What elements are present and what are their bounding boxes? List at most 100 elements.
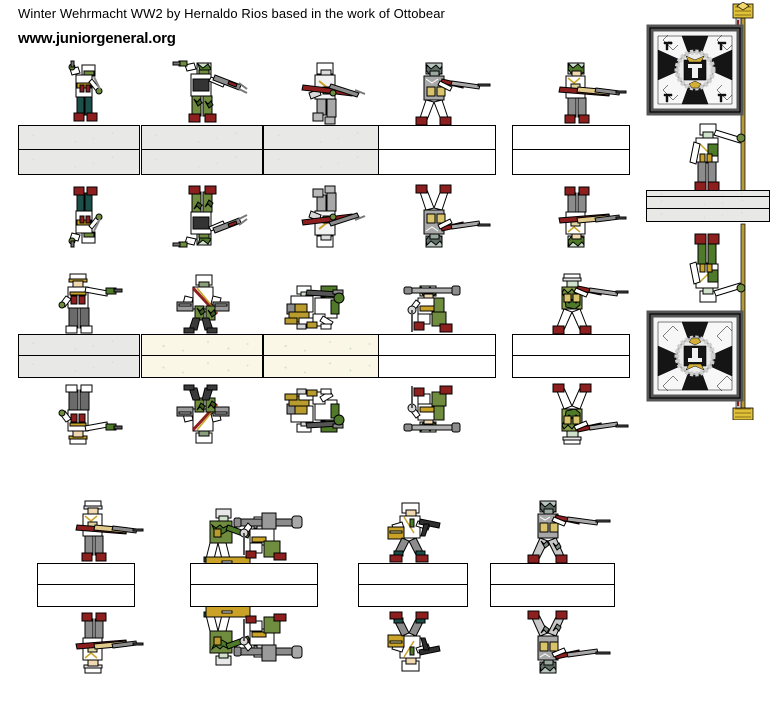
figure-upright xyxy=(159,55,254,135)
figure-upright xyxy=(40,268,140,340)
unit-smg-gunner-advancing[interactable] xyxy=(358,495,468,675)
unit-rifleman-splinter-camo-firing[interactable] xyxy=(490,495,615,675)
base-top-half xyxy=(379,126,495,150)
bearer-figure xyxy=(689,233,746,303)
unit-ammo-bearer-walking[interactable] xyxy=(141,268,263,444)
wehrmacht-regimental-colour-flag xyxy=(646,310,744,402)
gold-eagle-finial-icon xyxy=(732,1,754,19)
base-top-half xyxy=(513,126,629,150)
figure-mirrored xyxy=(40,378,140,450)
fold-base xyxy=(18,334,140,378)
base-bottom-half xyxy=(264,150,384,174)
figure-upright xyxy=(163,270,258,340)
base-bottom-half xyxy=(359,585,467,606)
base-top-half xyxy=(513,335,629,356)
fold-base xyxy=(141,125,263,175)
figure-upright xyxy=(57,495,152,567)
base-top-half xyxy=(38,564,134,585)
figure-mirrored xyxy=(285,175,380,253)
unit-officer-with-pistol[interactable] xyxy=(18,268,140,445)
figure-upright xyxy=(534,268,634,340)
base-top-half xyxy=(191,564,317,585)
unit-officer-grenade-thrower[interactable] xyxy=(18,55,140,250)
swastika-corner-emblem xyxy=(662,325,733,392)
base-top-half xyxy=(142,335,262,356)
base-top-half xyxy=(491,564,614,585)
figure-upright xyxy=(192,499,322,567)
base-bottom-half xyxy=(379,356,495,377)
base-bottom-half xyxy=(142,356,262,377)
unit-grenadier-with-mg[interactable] xyxy=(141,55,263,250)
figure-mirrored xyxy=(277,378,387,444)
figure-upright xyxy=(285,57,380,135)
base-top-half xyxy=(647,197,769,209)
fold-base xyxy=(263,334,385,378)
figure-mirrored xyxy=(510,607,615,679)
unit-panzerschreck-gunner-kneeling[interactable] xyxy=(378,268,496,438)
figure-mirrored xyxy=(159,173,254,253)
figure-upright xyxy=(396,57,496,135)
figure-mirrored xyxy=(538,175,638,253)
figure-mirrored xyxy=(374,607,474,677)
wehrmacht-regimental-colour-flag xyxy=(646,24,744,116)
fold-base xyxy=(490,563,615,607)
base-bottom-half xyxy=(491,585,614,606)
figure-upright xyxy=(277,274,387,340)
base-bottom-half xyxy=(142,150,262,174)
figure-mirrored xyxy=(163,378,258,448)
base-bottom-half xyxy=(191,585,317,606)
figure-mirrored xyxy=(192,607,322,675)
figure-mirrored xyxy=(388,378,488,438)
figure-upright xyxy=(374,497,474,567)
figure-upright xyxy=(538,57,638,135)
fold-base xyxy=(141,334,263,378)
base-top-half xyxy=(142,126,262,150)
base-bottom-half xyxy=(513,150,629,174)
unit-rifleman-camo-smock-firing[interactable] xyxy=(512,268,630,445)
fold-base xyxy=(378,125,496,175)
wreath-and-eagle-emblem xyxy=(674,335,716,377)
unit-machinegun-team[interactable] xyxy=(263,268,385,438)
unit-rifleman-advancing[interactable] xyxy=(263,55,385,250)
fold-base xyxy=(512,125,630,175)
base-bottom-half xyxy=(513,356,629,377)
base-top-half xyxy=(264,126,384,150)
figure-mirrored xyxy=(396,175,496,253)
base-top-half xyxy=(379,335,495,356)
figure-upright xyxy=(510,495,615,567)
fold-base xyxy=(378,334,496,378)
base-top-half xyxy=(359,564,467,585)
base-bottom-half xyxy=(19,356,139,377)
figure-upright xyxy=(40,55,120,135)
base-bottom-half xyxy=(264,356,384,377)
fold-base xyxy=(263,125,385,175)
base-bottom-half xyxy=(19,150,139,174)
base-bottom-half xyxy=(379,150,495,174)
figure-mirrored xyxy=(40,173,120,253)
base-top-half xyxy=(19,126,139,150)
base-top-half xyxy=(264,335,384,356)
unit-rifleman-standing-cap[interactable] xyxy=(37,495,144,675)
figure-mirrored xyxy=(534,378,634,450)
base-bottom-half xyxy=(647,209,769,221)
bearer-figure xyxy=(689,123,746,193)
unit-rifleman-firing-standing[interactable] xyxy=(378,55,496,250)
fold-base xyxy=(18,125,140,175)
fold-base xyxy=(512,334,630,378)
sheet-title: Winter Wehrmacht WW2 by Hernaldo Rios ba… xyxy=(18,6,445,21)
unit-standard-bearer-upright[interactable] xyxy=(638,1,777,210)
base-top-half xyxy=(19,335,139,356)
fold-base xyxy=(37,563,135,607)
unit-standard-bearer-mirrored[interactable] xyxy=(638,196,777,422)
standard-bearer-mirrored-art xyxy=(646,223,754,420)
figure-mirrored xyxy=(57,607,152,679)
gold-eagle-finial-icon xyxy=(732,407,754,420)
standard-bearer-upright-art xyxy=(646,1,754,203)
sheet-website: www.juniorgeneral.org xyxy=(18,30,176,47)
unit-panzerschreck-team-with-ammo-box[interactable] xyxy=(190,495,318,675)
base-bottom-half xyxy=(38,585,134,606)
swastika-corner-emblem xyxy=(662,34,733,101)
wreath-and-eagle-emblem xyxy=(674,49,716,91)
unit-rifleman-at-ready[interactable] xyxy=(512,55,630,250)
